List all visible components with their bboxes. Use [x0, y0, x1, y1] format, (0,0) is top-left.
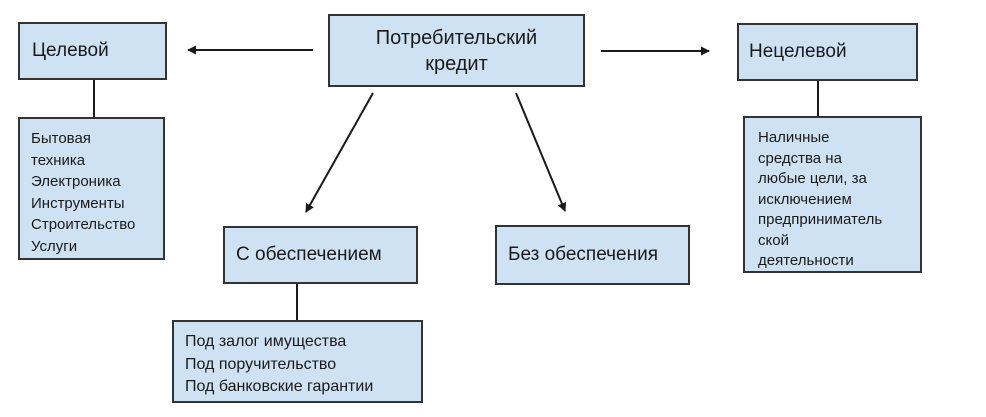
- node-secured: С обеспечением: [223, 226, 418, 284]
- node-unsecured-label: Без обеспечения: [508, 244, 658, 265]
- detail-line: Строительство: [31, 216, 136, 233]
- node-targeted-label: Целевой: [32, 40, 109, 61]
- node-non-targeted: Нецелевой: [737, 23, 918, 81]
- detail-line: Под залог имущества: [185, 333, 347, 350]
- node-consumer-credit-label: Потребительский кредит: [375, 26, 538, 75]
- detail-line: деятельности: [758, 252, 854, 269]
- detail-line: Наличные: [758, 129, 830, 146]
- detail-line: Бытовая: [31, 130, 91, 147]
- detail-line: техника: [31, 151, 86, 169]
- node-secured-details: Под залог имущества Под поручительство П…: [172, 320, 423, 403]
- node-targeted-details: Бытовая техника Электроника Инструменты …: [18, 117, 165, 260]
- detail-line: ской: [758, 231, 789, 249]
- arrow-root-to-unsecured-icon: [515, 92, 567, 212]
- detail-line: Услуги: [31, 237, 78, 255]
- node-non-targeted-details: Наличные средства на любые цели, за искл…: [743, 116, 922, 273]
- detail-line: Под поручительство: [185, 355, 337, 373]
- detail-line: Инструменты: [31, 194, 125, 212]
- detail-line: Под банковские гарантии: [185, 378, 374, 395]
- detail-line: Электроника: [31, 173, 121, 190]
- detail-line: средства на: [758, 149, 842, 167]
- detail-line: предприниматель: [758, 211, 883, 228]
- detail-line: исключением: [758, 190, 852, 208]
- node-targeted: Целевой: [18, 22, 167, 80]
- detail-line: любые цели, за: [758, 170, 867, 187]
- node-consumer-credit: Потребительский кредит: [328, 14, 585, 87]
- node-non-targeted-label: Нецелевой: [749, 41, 847, 62]
- node-secured-label: С обеспечением: [236, 244, 382, 265]
- arrow-root-to-secured-icon: [305, 92, 374, 213]
- node-unsecured: Без обеспечения: [495, 225, 690, 285]
